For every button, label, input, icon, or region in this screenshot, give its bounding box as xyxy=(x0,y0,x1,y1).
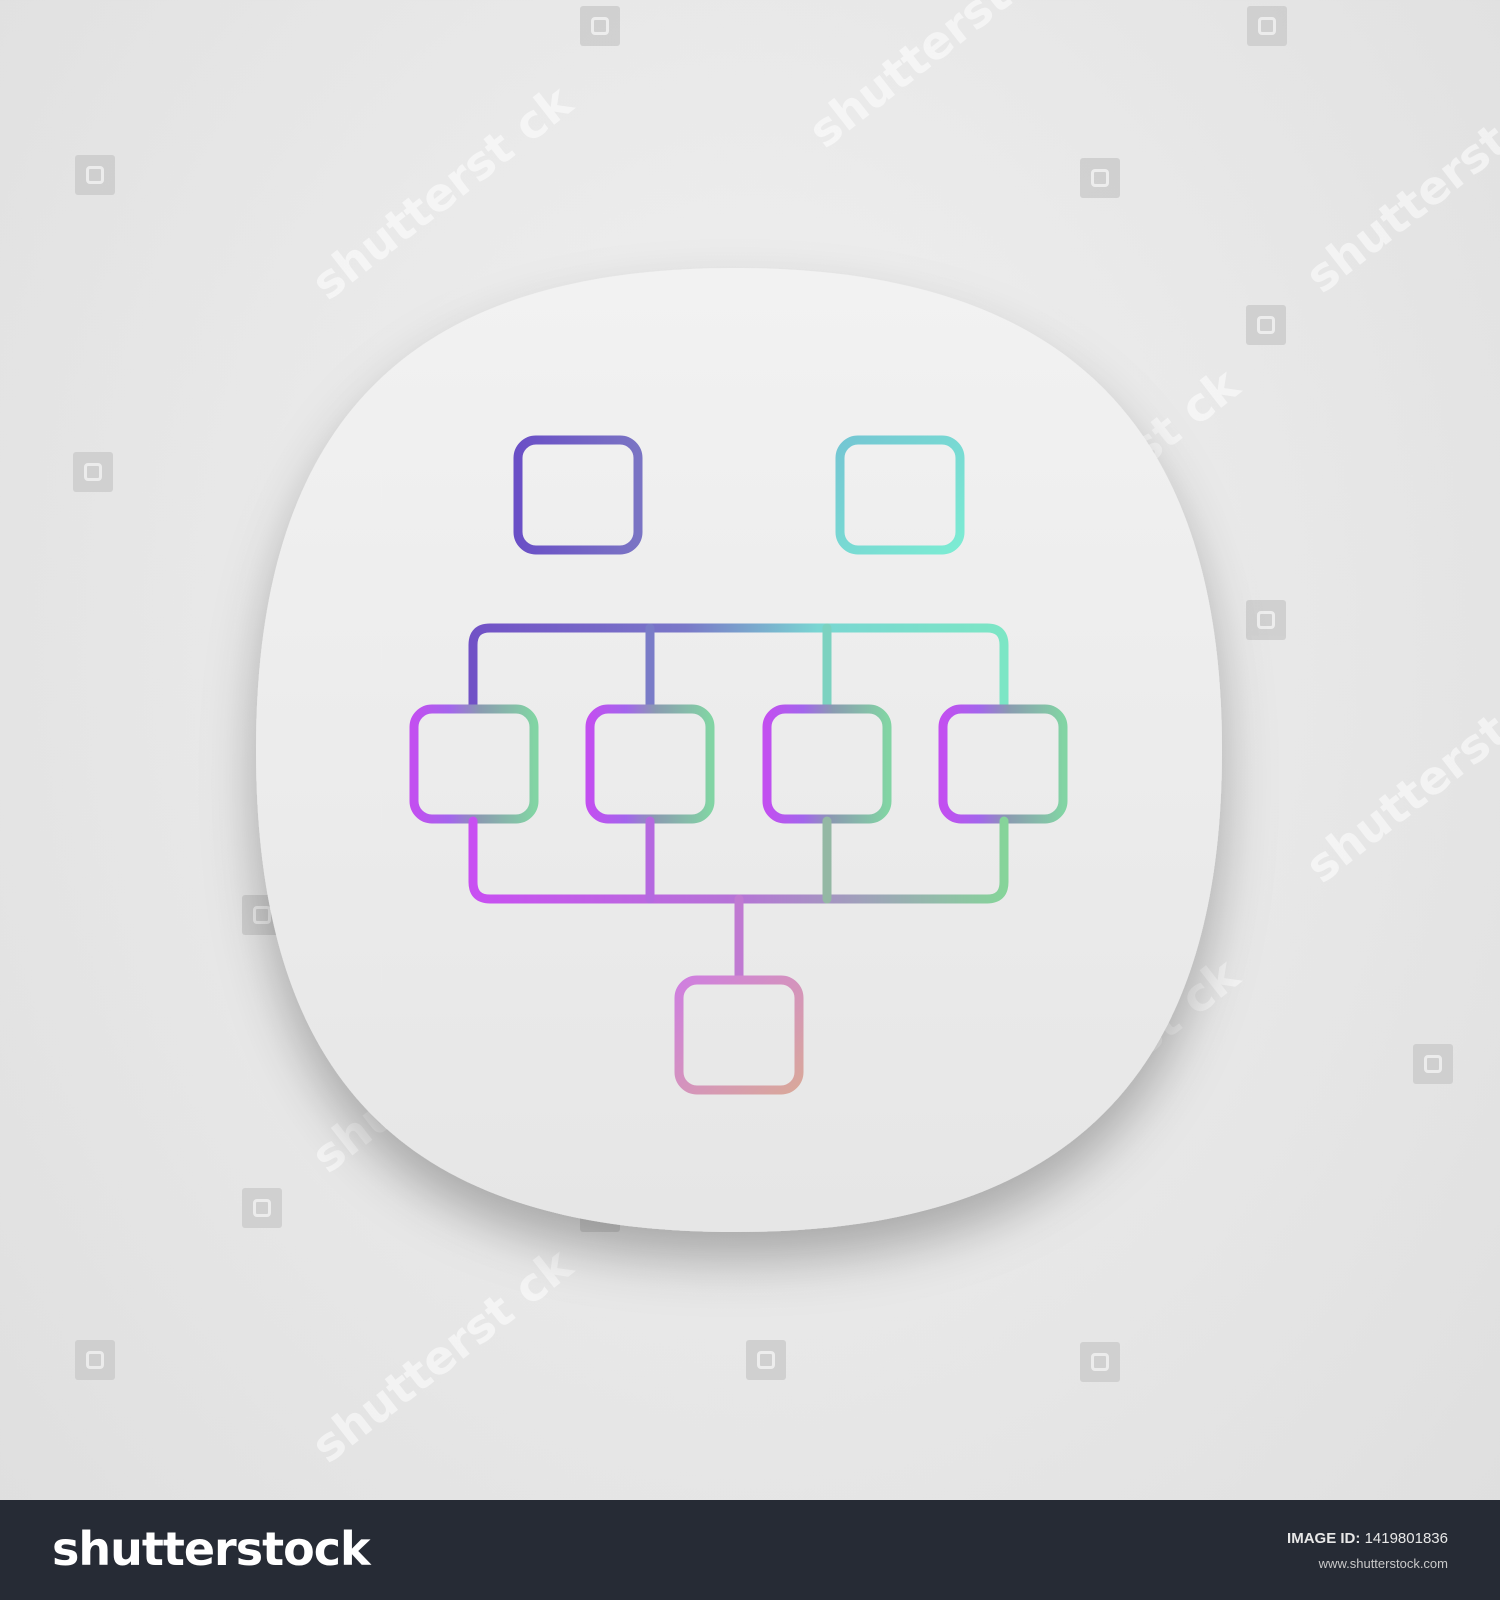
data-hierarchy-icon xyxy=(409,435,1068,1095)
watermark-logo-icon xyxy=(1247,6,1287,46)
stock-image: shutterst ck shutterst ck shutterst ck s… xyxy=(73,6,1453,1382)
image-id-line: IMAGE ID: 1419801836 xyxy=(1287,1530,1448,1547)
watermark-logo-icon xyxy=(1413,1044,1453,1084)
image-id-label: IMAGE ID: xyxy=(1287,1530,1361,1547)
watermark-logo-icon xyxy=(1080,158,1120,198)
footer-bar: shutterstock IMAGE ID: 1419801836 www.sh… xyxy=(0,1500,1500,1600)
app-icon-tile xyxy=(256,268,1222,1232)
site-url[interactable]: www.shutterstock.com xyxy=(1318,1556,1448,1571)
shutterstock-logo[interactable]: shutterstock xyxy=(52,1522,371,1576)
watermark-logo-icon xyxy=(242,1188,282,1228)
watermark-logo-icon xyxy=(580,6,620,46)
image-id-value: 1419801836 xyxy=(1364,1530,1448,1547)
watermark-logo-icon xyxy=(746,1340,786,1380)
watermark-logo-icon xyxy=(1080,1342,1120,1382)
watermark-logo-icon xyxy=(1246,600,1286,640)
watermark-logo-icon xyxy=(73,452,113,492)
watermark-logo-icon xyxy=(1246,305,1286,345)
watermark-logo-icon xyxy=(75,155,115,195)
watermark-logo-icon xyxy=(75,1340,115,1380)
